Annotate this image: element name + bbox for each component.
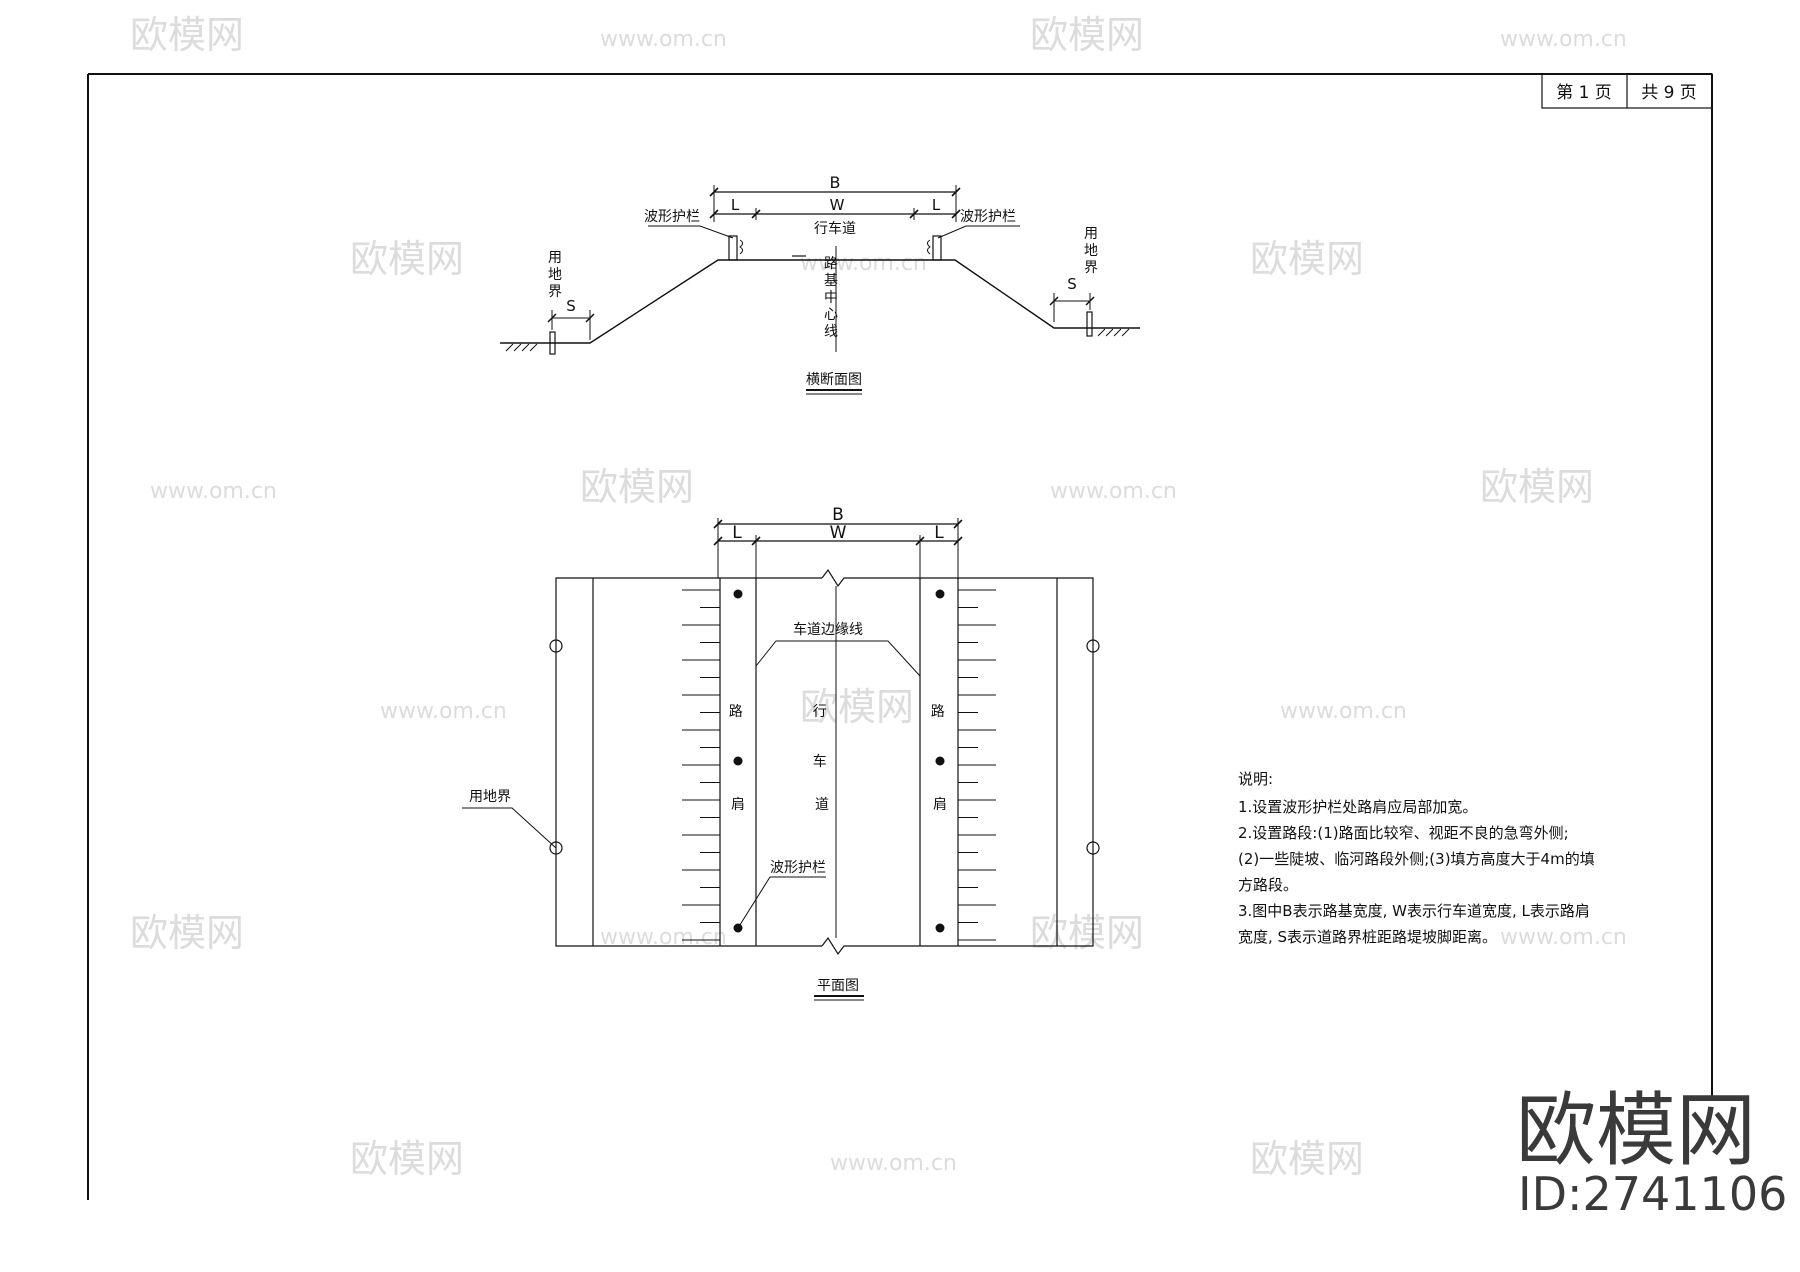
cross-section-diagram: B W L L 行车道 [500, 173, 1140, 395]
notes-heading: 说明: [1238, 770, 1273, 788]
brand-logo-text: 欧模网 [1516, 1084, 1756, 1177]
lane-label: 行车道 [814, 220, 856, 237]
guardrail-post-left [728, 235, 743, 261]
dim-b-label: B [830, 173, 841, 192]
shoulder-label-right: 路 肩 [931, 704, 949, 813]
plan-dim-w-label: W [830, 523, 847, 543]
boundary-stake-left [549, 331, 556, 355]
watermark-url: www.om.cn [150, 479, 277, 504]
dim-s-right-label: S [1067, 275, 1077, 293]
cross-section-title: 横断面图 [806, 372, 862, 388]
boundary-stake-marker [1086, 841, 1100, 855]
watermark-logo: 欧模网 [1250, 237, 1364, 281]
shoulder-label-left: 路 肩 [729, 704, 747, 813]
guardrail-leader-left [648, 225, 734, 239]
boundary-stake-marker [549, 639, 563, 653]
dim-l-right-label: L [932, 196, 941, 214]
notes-line: 3.图中B表示路基宽度, W表示行车道宽度, L表示路肩 [1238, 902, 1590, 920]
notes-line: (2)一些陡坡、临河路段外侧;(3)填方高度大于4m的填 [1238, 850, 1595, 868]
guardrail-post-right [927, 235, 942, 261]
notes-line: 方路段。 [1238, 876, 1298, 894]
notes-line: 宽度, S表示道路界桩距路堤坡脚距离。 [1238, 928, 1497, 946]
guardrail-post-dot [935, 923, 945, 933]
watermark-url: www.om.cn [1280, 699, 1407, 724]
watermark-logo: 欧模网 [1480, 465, 1594, 509]
slope-hatch-left [682, 589, 720, 941]
slope-hatch-right [958, 589, 996, 941]
plan-dim-b-label: B [832, 505, 844, 525]
brand-id-text: ID:2741106 [1518, 1167, 1787, 1221]
land-boundary-label-left: 用地界 [548, 250, 562, 300]
guardrail-post-dot [935, 589, 945, 599]
watermark-logo: 欧模网 [1030, 911, 1144, 955]
plan-dim-l-left-label: L [732, 523, 742, 543]
guardrail-leader-right [937, 225, 1020, 239]
boundary-stake-right [1086, 311, 1093, 337]
plan-view-diagram: B W L L 车道边缘线 [462, 505, 1100, 1001]
watermark-logo: 欧模网 [1030, 13, 1144, 57]
ground-hatch-left [505, 343, 538, 352]
lane-edge-line-label: 车道边缘线 [793, 621, 863, 638]
brand-stamp: 欧模网 ID:2741106 [1516, 1084, 1787, 1221]
page-total-label: 共 9 页 [1641, 83, 1697, 103]
notes-line: 1.设置波形护栏处路肩应局部加宽。 [1238, 798, 1477, 816]
watermark-url: www.om.cn [1050, 479, 1177, 504]
watermark-logo: 欧模网 [350, 237, 464, 281]
watermark-logo: 欧模网 [800, 685, 914, 729]
watermark-url: www.om.cn [380, 699, 507, 724]
guardrail-label-left: 波形护栏 [644, 209, 700, 225]
boundary-stake-marker [1086, 639, 1100, 653]
dim-w-label: W [830, 196, 845, 214]
page-number-label: 第 1 页 [1556, 83, 1612, 103]
guardrail-post-dot [733, 756, 743, 766]
plan-guardrail-label: 波形护栏 [770, 860, 826, 876]
plan-land-boundary-label: 用地界 [469, 789, 511, 805]
notes-block: 说明: 1.设置波形护栏处路肩应局部加宽。 2.设置路段:(1)路面比较窄、视距… [1238, 770, 1595, 946]
plan-dim-l-right-label: L [934, 523, 944, 543]
watermark-url: www.om.cn [1500, 27, 1627, 52]
watermark-logo: 欧模网 [580, 465, 694, 509]
watermark-logo: 欧模网 [350, 1137, 464, 1181]
page-info-box: 第 1 页 共 9 页 [1541, 73, 1713, 109]
plan-guardrail-leader [737, 876, 826, 929]
watermark-url: www.om.cn [1500, 925, 1627, 950]
land-boundary-label-right: 用地界 [1084, 226, 1098, 276]
watermark-layer: 欧模网 www.om.cn 欧模网 www.om.cn 欧模网 www.om.cn 欧模网 w… [130, 13, 1627, 1181]
watermark-logo: 欧模网 [1250, 1137, 1364, 1181]
watermark-url: www.om.cn [830, 1151, 957, 1176]
plan-lane-label: 行 车 道 [813, 704, 831, 813]
dim-s-left-label: S [566, 297, 576, 315]
plan-view-title: 平面图 [817, 978, 859, 994]
guardrail-label-right: 波形护栏 [960, 209, 1016, 225]
watermark-logo: 欧模网 [130, 13, 244, 57]
watermark-logo: 欧模网 [130, 911, 244, 955]
lane-edge-leader [755, 640, 921, 677]
centerline-label: 路基中心线 [824, 256, 838, 340]
watermark-url: www.om.cn [600, 27, 727, 52]
drawing-frame [87, 73, 1713, 1200]
guardrail-post-dot [935, 756, 945, 766]
watermark-url: www.om.cn [800, 251, 927, 276]
ground-hatch-right [1097, 328, 1130, 337]
guardrail-post-dot [733, 589, 743, 599]
boundary-stake-marker [549, 841, 563, 855]
plan-land-boundary-leader [462, 807, 557, 849]
notes-line: 2.设置路段:(1)路面比较窄、视距不良的急弯外侧; [1238, 824, 1569, 842]
dim-l-left-label: L [731, 196, 740, 214]
